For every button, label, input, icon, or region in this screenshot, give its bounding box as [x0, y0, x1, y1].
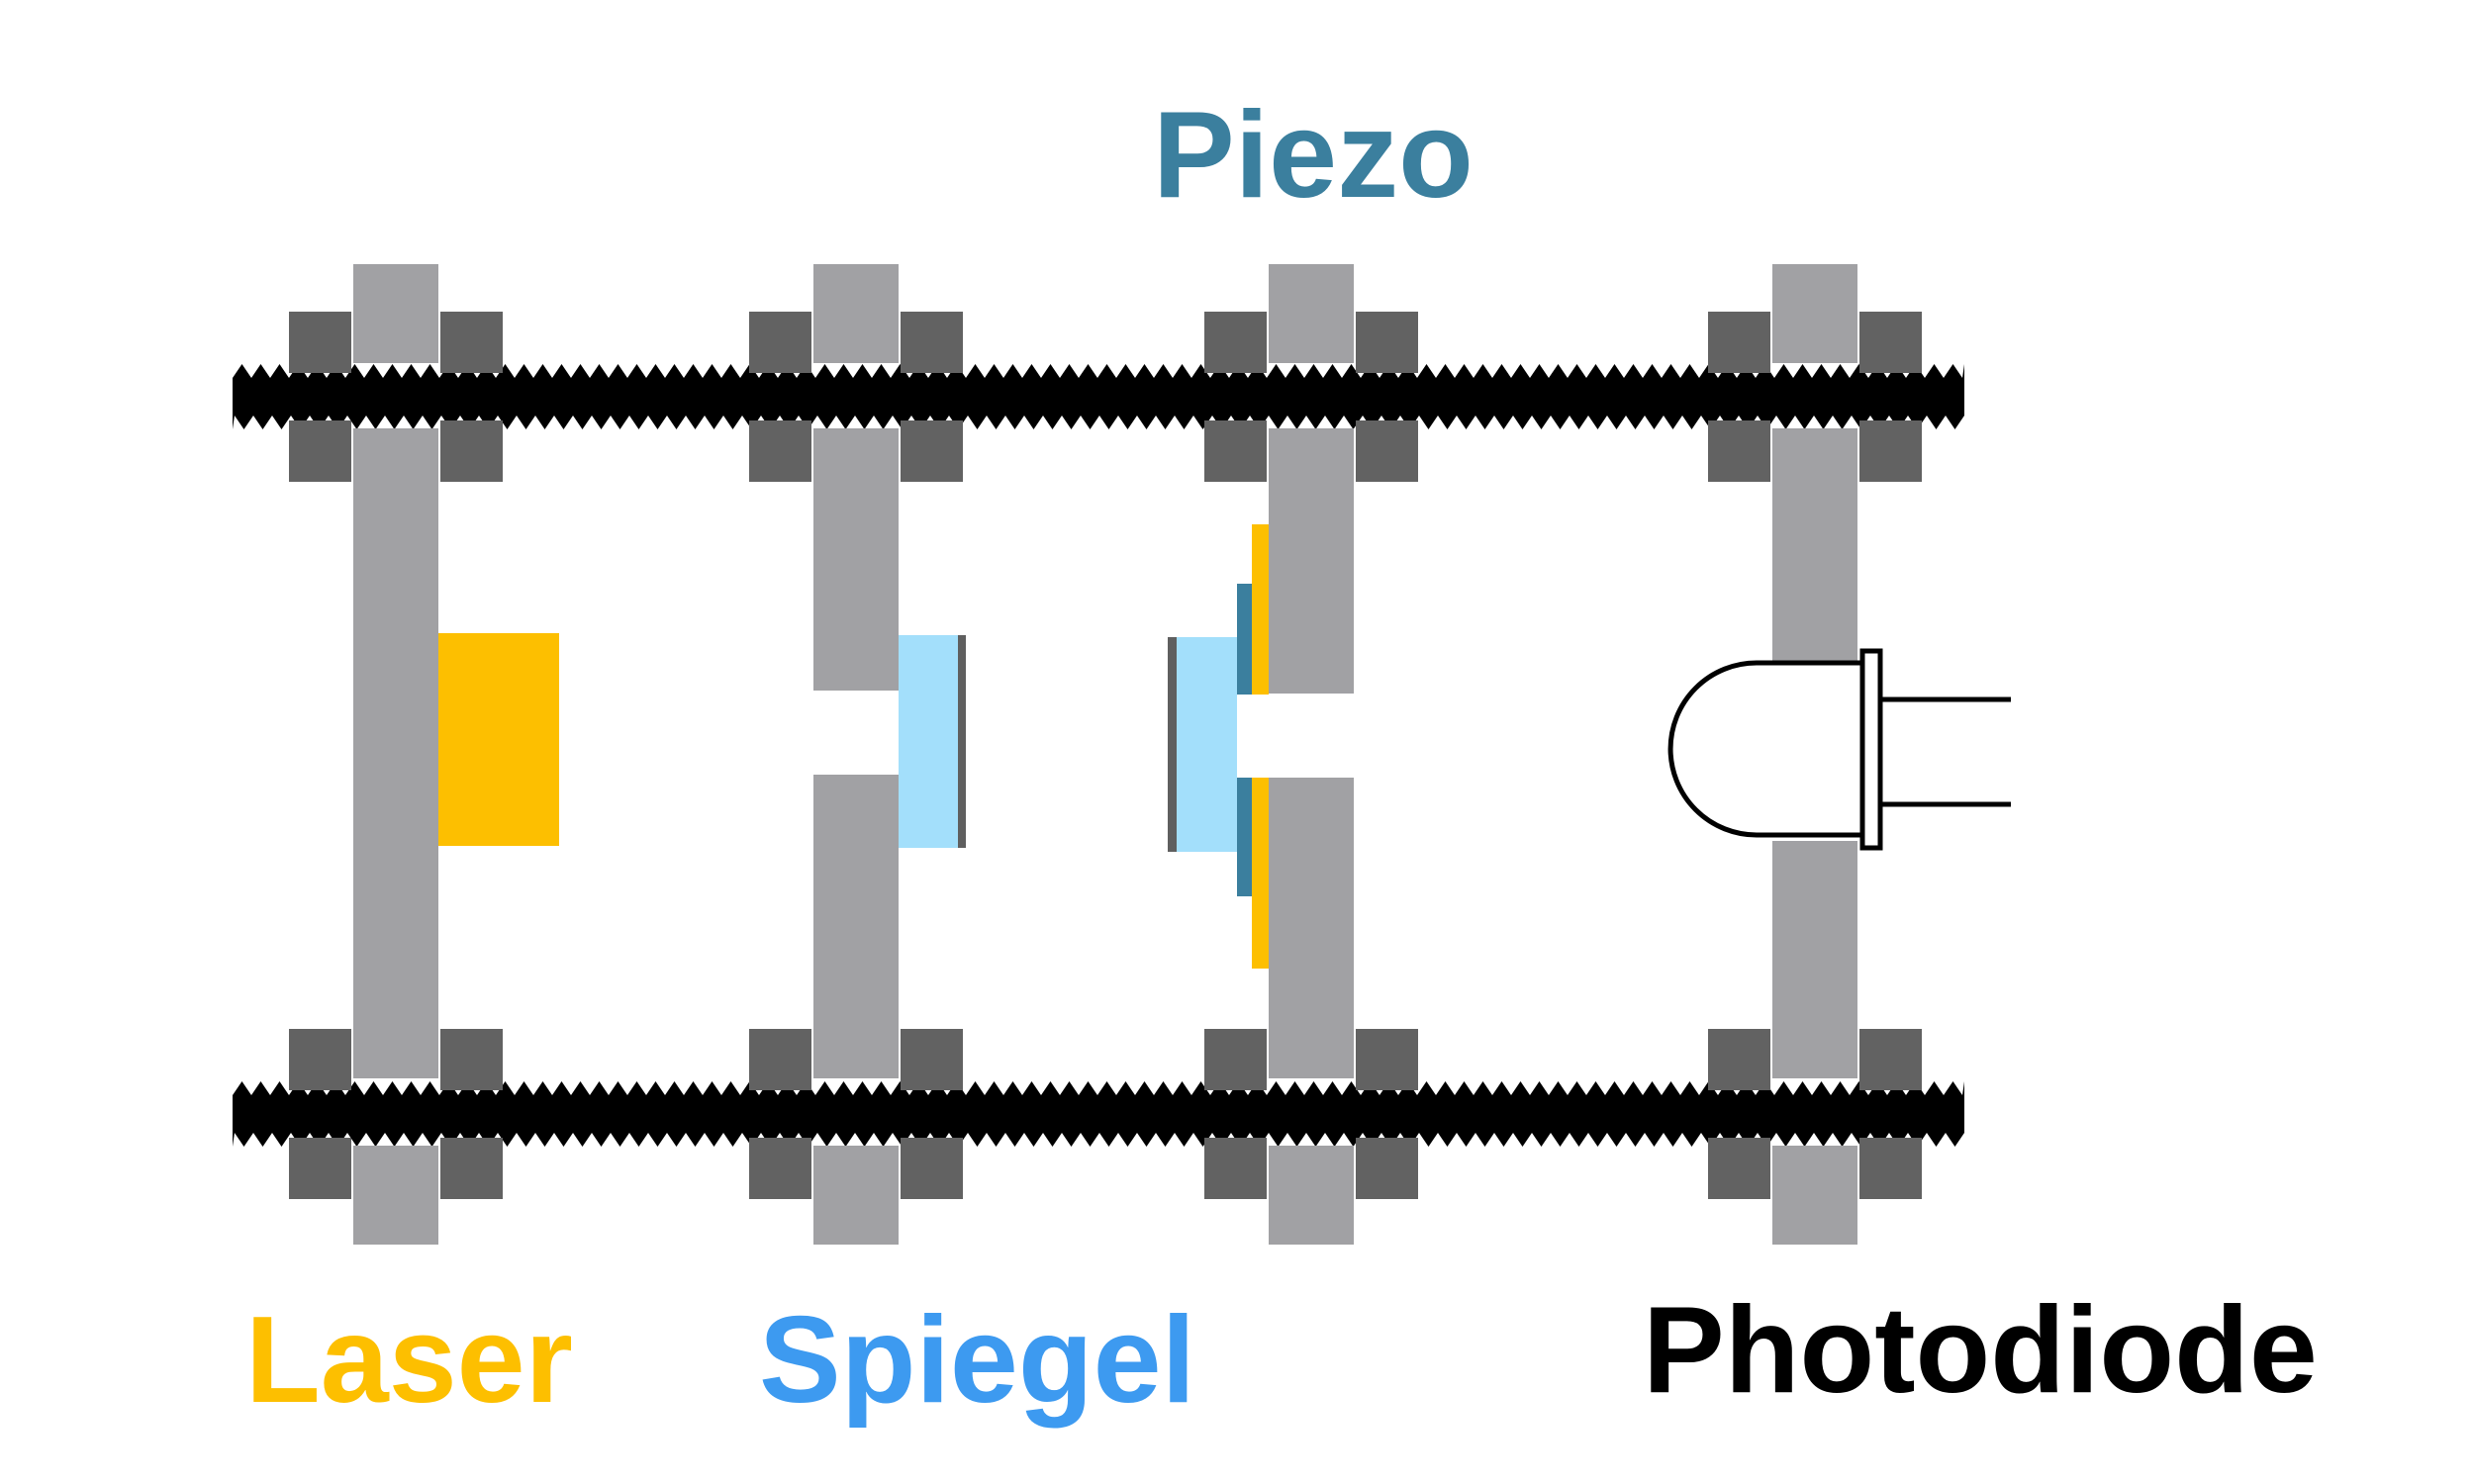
- piezo-electrode-lower: [1237, 778, 1252, 896]
- laser-block: [438, 633, 559, 846]
- nut: [1708, 420, 1770, 482]
- mount-post-bottom: [1269, 1146, 1354, 1245]
- mount-plate-lower: [813, 775, 899, 1078]
- nut: [440, 312, 503, 373]
- nut: [749, 312, 811, 373]
- nut: [1859, 312, 1922, 373]
- nut: [1859, 1029, 1922, 1090]
- mount-post-top: [1269, 264, 1354, 363]
- mount-plate-lower: [1772, 841, 1857, 1078]
- spiegel-label: Spiegel: [759, 1292, 1196, 1429]
- top-threaded-rod: [233, 364, 1964, 429]
- mirror-coating: [958, 635, 966, 848]
- piezo-electrode-upper: [1237, 584, 1252, 695]
- nut: [901, 420, 963, 482]
- mirror-glass: [899, 635, 958, 848]
- nut: [1356, 312, 1418, 373]
- nut: [1356, 420, 1418, 482]
- nut: [901, 312, 963, 373]
- nut: [1356, 1138, 1418, 1199]
- nut: [1204, 312, 1267, 373]
- mirror-mount: [749, 264, 966, 1245]
- nut: [1708, 1138, 1770, 1199]
- nut: [289, 312, 351, 373]
- mount-post-bottom: [1772, 1146, 1857, 1245]
- photodiode-symbol: [1667, 648, 2011, 851]
- photodiode-label: Photodiode: [1643, 1282, 2318, 1419]
- nut: [1204, 1029, 1267, 1090]
- nut: [749, 420, 811, 482]
- photodiode-dome: [1667, 660, 1862, 838]
- laser-mount: [289, 264, 559, 1245]
- mount-post-top: [813, 264, 899, 363]
- mount-plate-upper: [813, 428, 899, 691]
- piezo-ring-upper: [1252, 524, 1269, 695]
- nut: [1708, 1029, 1770, 1090]
- mount-plate-upper: [1269, 428, 1354, 694]
- photodiode-flange: [1859, 648, 1883, 851]
- threaded-rods: [233, 364, 1964, 1147]
- piezo-ring-lower: [1252, 778, 1269, 969]
- laser-label: Laser: [245, 1292, 573, 1429]
- nut: [1356, 1029, 1418, 1090]
- nut: [440, 420, 503, 482]
- mirror-glass: [1177, 637, 1237, 852]
- nut: [440, 1029, 503, 1090]
- nut: [901, 1138, 963, 1199]
- bottom-threaded-rod: [233, 1081, 1964, 1147]
- mount-post-bottom: [353, 1146, 438, 1245]
- nut: [901, 1029, 963, 1090]
- piezo-label: Piezo: [1153, 87, 1474, 224]
- nut: [1204, 1138, 1267, 1199]
- mount-post-top: [1772, 264, 1857, 363]
- photodiode-mount: [1667, 264, 2011, 1245]
- nut: [749, 1029, 811, 1090]
- nut: [1859, 1138, 1922, 1199]
- mount-post-top: [353, 264, 438, 363]
- nut: [289, 1029, 351, 1090]
- nut: [1204, 420, 1267, 482]
- piezo-mount: [1168, 264, 1418, 1245]
- mount-plate-lower: [1269, 778, 1354, 1078]
- mount-plate-upper: [1772, 428, 1857, 661]
- mount-post-bottom: [813, 1146, 899, 1245]
- nut: [1859, 420, 1922, 482]
- nut: [1708, 312, 1770, 373]
- nut: [289, 1138, 351, 1199]
- nut: [440, 1138, 503, 1199]
- nut: [289, 420, 351, 482]
- mount-plate: [353, 428, 438, 1078]
- nut: [749, 1138, 811, 1199]
- mirror-coating: [1168, 637, 1177, 852]
